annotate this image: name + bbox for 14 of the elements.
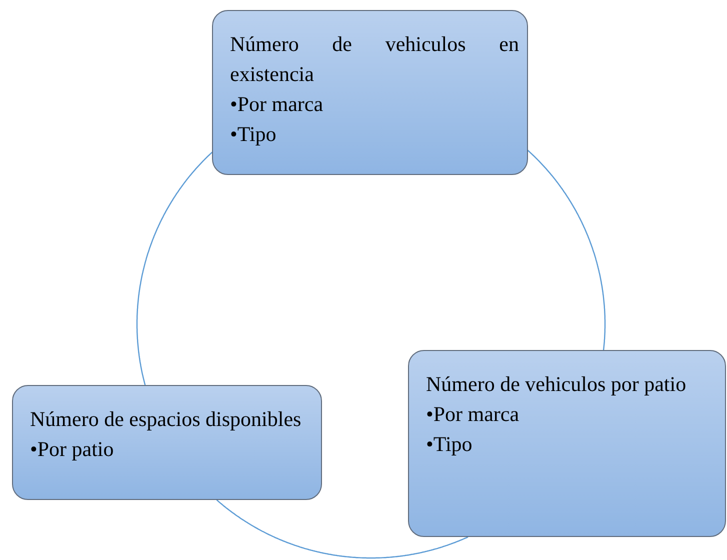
rounded-box [408,350,726,537]
bullet-item: •Tipo [426,431,474,458]
connector-arc [216,499,468,559]
box-heading: Número de espacios disponibles [30,406,302,433]
bullet-item: •Por patio [30,436,115,463]
bullet-item: •Por marca [426,401,520,428]
rounded-box [12,385,322,500]
box-heading: Número de vehiculos en existencia [230,31,519,88]
bullet-item: •Tipo [230,121,278,148]
box-heading: Número de vehiculos por patio [426,371,688,398]
bullet-item: •Por marca [230,91,324,118]
rounded-box [212,10,528,175]
connector-arc [136,152,213,386]
connector-arc [527,150,606,351]
